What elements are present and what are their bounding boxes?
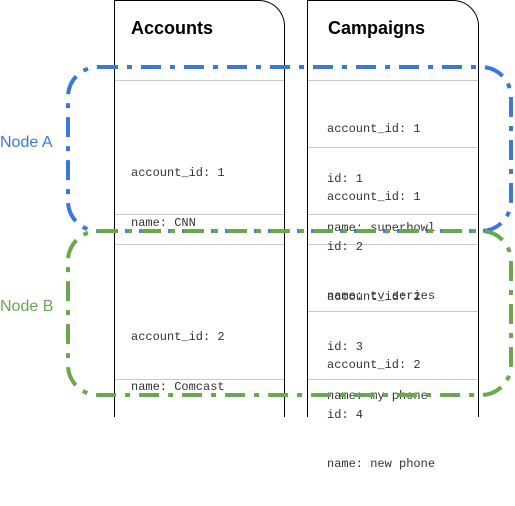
accounts-table-title: Accounts [131, 18, 214, 38]
record-field: id: 4 [327, 407, 364, 422]
record-field: name: CNN [131, 215, 196, 230]
node-a-label: Node A [0, 134, 53, 151]
record-field: account_id: 1 [327, 122, 421, 136]
record-field: account_id: 1 [131, 166, 225, 180]
campaigns-table: Campaigns account_id: 1 id: 1 name: supe… [307, 0, 479, 471]
node-b-label: Node B [0, 298, 54, 315]
sharding-diagram: Accounts account_id: 1 name: CNN account… [0, 0, 513, 471]
account-record: account_id: 1 name: CNN [131, 132, 225, 264]
record-field: id: 2 [327, 239, 364, 254]
record-field: name: new phone [327, 457, 436, 471]
campaigns-table-title: Campaigns [328, 18, 426, 38]
record-field: account_id: 2 [327, 290, 421, 304]
accounts-table: Accounts account_id: 1 name: CNN account… [114, 0, 285, 417]
record-field: account_id: 2 [131, 330, 225, 344]
record-field: account_id: 1 [327, 190, 421, 204]
row-divider [308, 80, 478, 81]
account-record: account_id: 2 name: Comcast [131, 296, 225, 428]
record-field: name: Comcast [131, 379, 225, 394]
row-divider [115, 80, 284, 81]
campaign-record: account_id: 2 id: 4 name: new phone [327, 324, 435, 506]
record-field: account_id: 2 [327, 358, 421, 372]
